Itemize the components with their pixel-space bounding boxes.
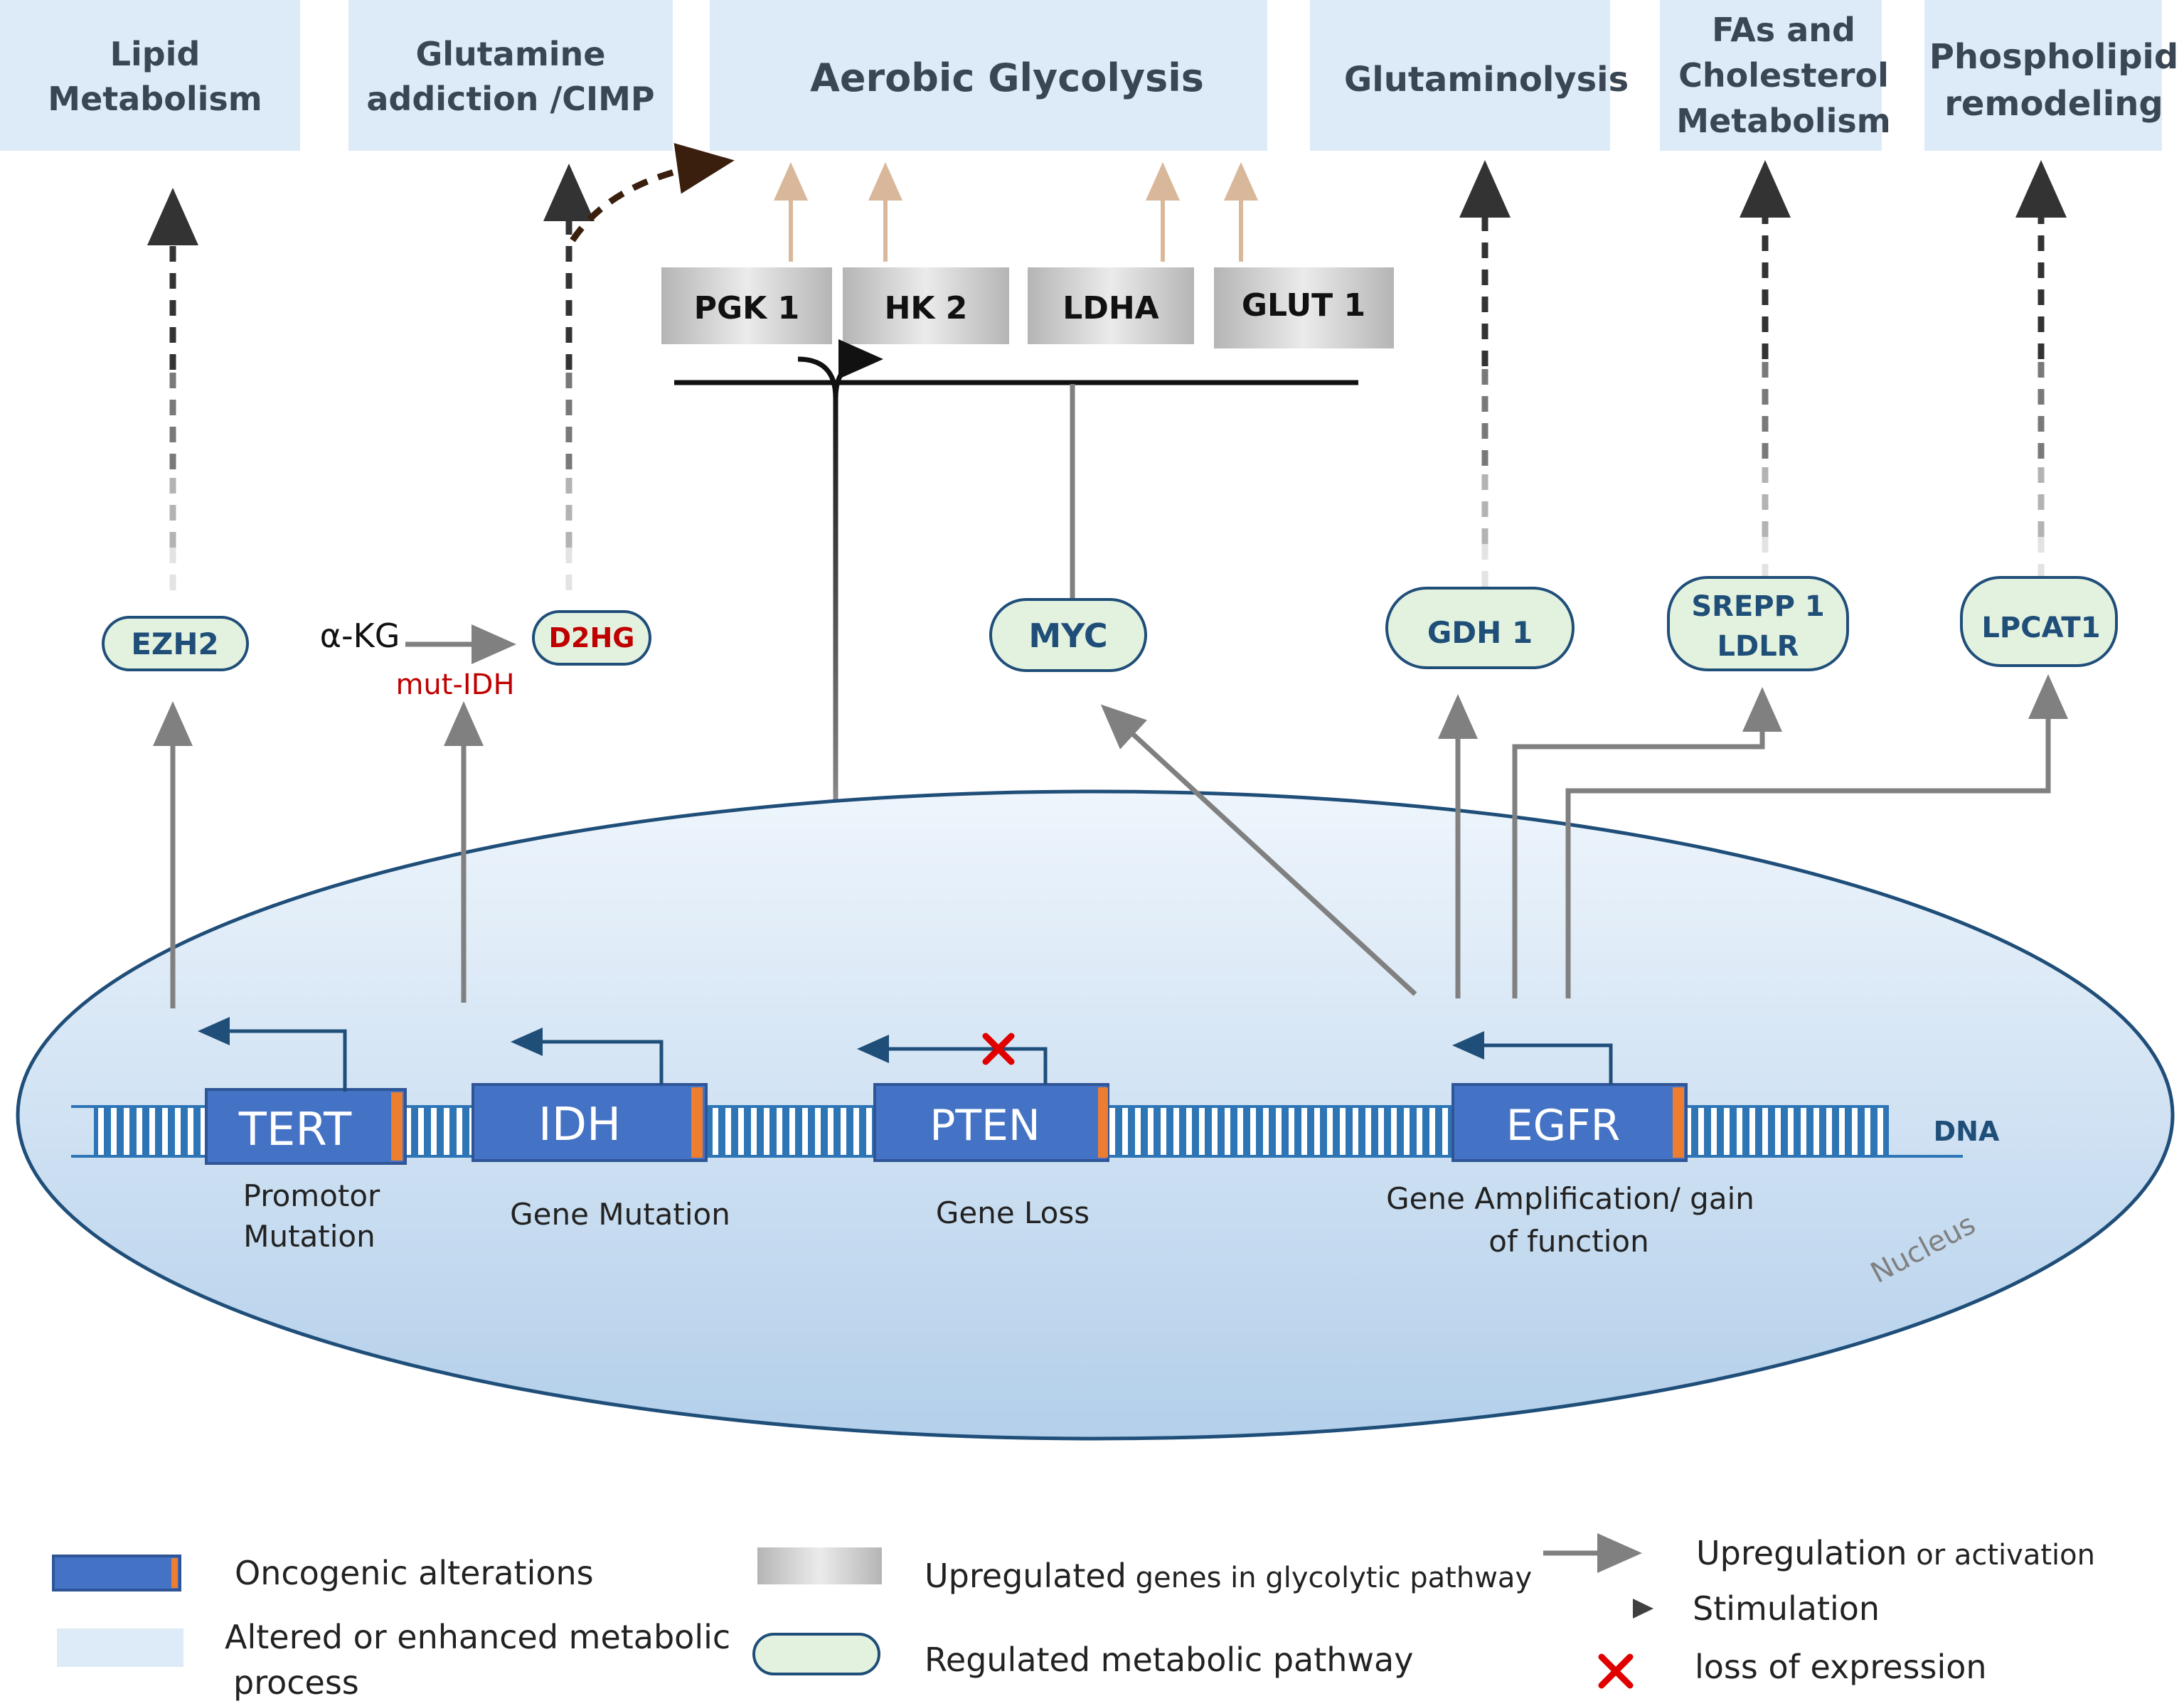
- svg-text:process: process: [233, 1663, 359, 1702]
- svg-text:PGK 1: PGK 1: [694, 290, 799, 326]
- svg-text:Gene Loss: Gene Loss: [936, 1195, 1090, 1230]
- oncogene-pten: PTEN: [873, 1083, 1109, 1162]
- process-phospholipid-remodeling: Phospholipid remodeling: [1924, 0, 2178, 151]
- svg-text:Glutaminolysis: Glutaminolysis: [1344, 60, 1629, 100]
- svg-text:Lipid: Lipid: [110, 35, 201, 73]
- legend-regulated-pathway: Regulated metabolic pathway: [752, 1633, 1413, 1679]
- svg-text:of function: of function: [1488, 1224, 1648, 1259]
- legend-upregulation: Upregulation or activation: [1543, 1533, 2095, 1573]
- svg-text:loss of expression: loss of expression: [1695, 1648, 1987, 1686]
- svg-text:Metabolism: Metabolism: [1676, 102, 1890, 140]
- svg-text:Aerobic Glycolysis: Aerobic Glycolysis: [810, 55, 1204, 100]
- legend-stimulation: Stimulation: [1529, 1589, 1880, 1628]
- gene-glut1: GLUT 1: [1214, 267, 1394, 348]
- svg-text:D2HG: D2HG: [549, 622, 635, 654]
- oncogene-egfr: EGFR: [1451, 1083, 1688, 1162]
- svg-text:HK 2: HK 2: [885, 290, 968, 326]
- glycolysis-arrows: [774, 162, 1258, 262]
- svg-text:Regulated metabolic pathway: Regulated metabolic pathway: [925, 1641, 1413, 1679]
- svg-text:IDH: IDH: [538, 1099, 621, 1151]
- node-myc: MYC: [989, 598, 1147, 672]
- svg-text:Phospholipid: Phospholipid: [1929, 37, 2178, 77]
- node-ezh2: EZH2: [102, 616, 249, 671]
- process-glutamine-addiction: Glutamine addiction /CIMP: [348, 0, 673, 151]
- gene-pgk1: PGK 1: [661, 267, 832, 344]
- svg-text:TERT: TERT: [238, 1104, 352, 1156]
- svg-text:α-KG: α-KG: [320, 617, 400, 655]
- svg-text:FAs and: FAs and: [1712, 11, 1855, 49]
- svg-text:remodeling: remodeling: [1944, 84, 2163, 124]
- process-aerobic-glycolysis: Aerobic Glycolysis: [710, 0, 1267, 151]
- svg-text:MYC: MYC: [1028, 617, 1107, 655]
- svg-text:LPCAT1: LPCAT1: [1981, 612, 2100, 644]
- svg-text:GDH 1: GDH 1: [1427, 615, 1533, 650]
- legend-upregulated-genes: Upregulated genes in glycolytic pathway: [757, 1547, 1532, 1595]
- pten-split-arrows: [797, 359, 873, 398]
- svg-text:Upregulation or activation: Upregulation or activation: [1696, 1534, 2095, 1572]
- svg-text:EZH2: EZH2: [131, 627, 219, 661]
- svg-text:Gene Amplification/ gain: Gene Amplification/ gain: [1386, 1181, 1754, 1216]
- svg-text:addiction /CIMP: addiction /CIMP: [366, 80, 654, 118]
- stim-glutamine-to-glycolysis: [570, 143, 735, 242]
- legend: Oncogenic alterations Altered or enhance…: [52, 1533, 2095, 1702]
- transcription-arrows: [198, 1017, 1613, 1092]
- node-d2hg: D2HG: [532, 610, 651, 666]
- process-fas-cholesterol: FAs and Cholesterol Metabolism: [1660, 0, 1891, 151]
- svg-text:Promotor: Promotor: [243, 1178, 380, 1213]
- stimulation-arrows: [147, 143, 2067, 590]
- metabolite-akg: α-KG mut-IDH: [320, 617, 515, 701]
- oncogene-tert: TERT: [205, 1088, 407, 1165]
- svg-text:Cholesterol: Cholesterol: [1678, 56, 1889, 95]
- process-glutaminolysis: Glutaminolysis: [1310, 0, 1629, 151]
- svg-text:LDHA: LDHA: [1062, 290, 1158, 326]
- svg-text:Oncogenic alterations: Oncogenic alterations: [235, 1554, 594, 1592]
- node-gdh1: GDH 1: [1385, 587, 1575, 669]
- process-lipid-metabolism: Lipid Metabolism: [0, 0, 300, 151]
- svg-text:Glutamine: Glutamine: [416, 35, 606, 73]
- legend-altered: Altered or enhanced metabolic process: [57, 1618, 730, 1702]
- dna-label: DNA: [1934, 1116, 2000, 1147]
- svg-text:Stimulation: Stimulation: [1693, 1589, 1880, 1628]
- gene-hk2: HK 2: [843, 267, 1009, 344]
- svg-text:Upregulated genes in glycolyti: Upregulated genes in glycolytic pathway: [925, 1557, 1532, 1595]
- gene-ldha: LDHA: [1028, 267, 1194, 344]
- svg-text:Altered or enhanced metabolic: Altered or enhanced metabolic: [225, 1618, 730, 1656]
- svg-text:Gene Mutation: Gene Mutation: [510, 1197, 730, 1232]
- svg-text:LDLR: LDLR: [1717, 630, 1799, 663]
- node-srepp-ldlr: SREPP 1 LDLR: [1667, 576, 1849, 671]
- svg-text:Mutation: Mutation: [243, 1219, 375, 1254]
- node-lpcat1: LPCAT1: [1960, 576, 2118, 667]
- alteration-labels: Promotor Mutation Gene Mutation Gene Los…: [243, 1178, 1754, 1259]
- svg-text:PTEN: PTEN: [929, 1101, 1040, 1151]
- svg-text:Metabolism: Metabolism: [48, 80, 262, 118]
- legend-oncogenic: Oncogenic alterations: [52, 1554, 594, 1592]
- svg-text:mut-IDH: mut-IDH: [395, 668, 514, 701]
- upregulation-arrows: [153, 624, 2068, 1008]
- loss-of-expression-cross: [982, 1033, 1015, 1065]
- svg-text:EGFR: EGFR: [1506, 1101, 1621, 1151]
- legend-loss-of-expression: loss of expression: [1598, 1648, 1987, 1689]
- oncogene-idh: IDH: [472, 1083, 708, 1162]
- svg-text:GLUT 1: GLUT 1: [1242, 287, 1365, 324]
- svg-text:SREPP 1: SREPP 1: [1691, 590, 1824, 623]
